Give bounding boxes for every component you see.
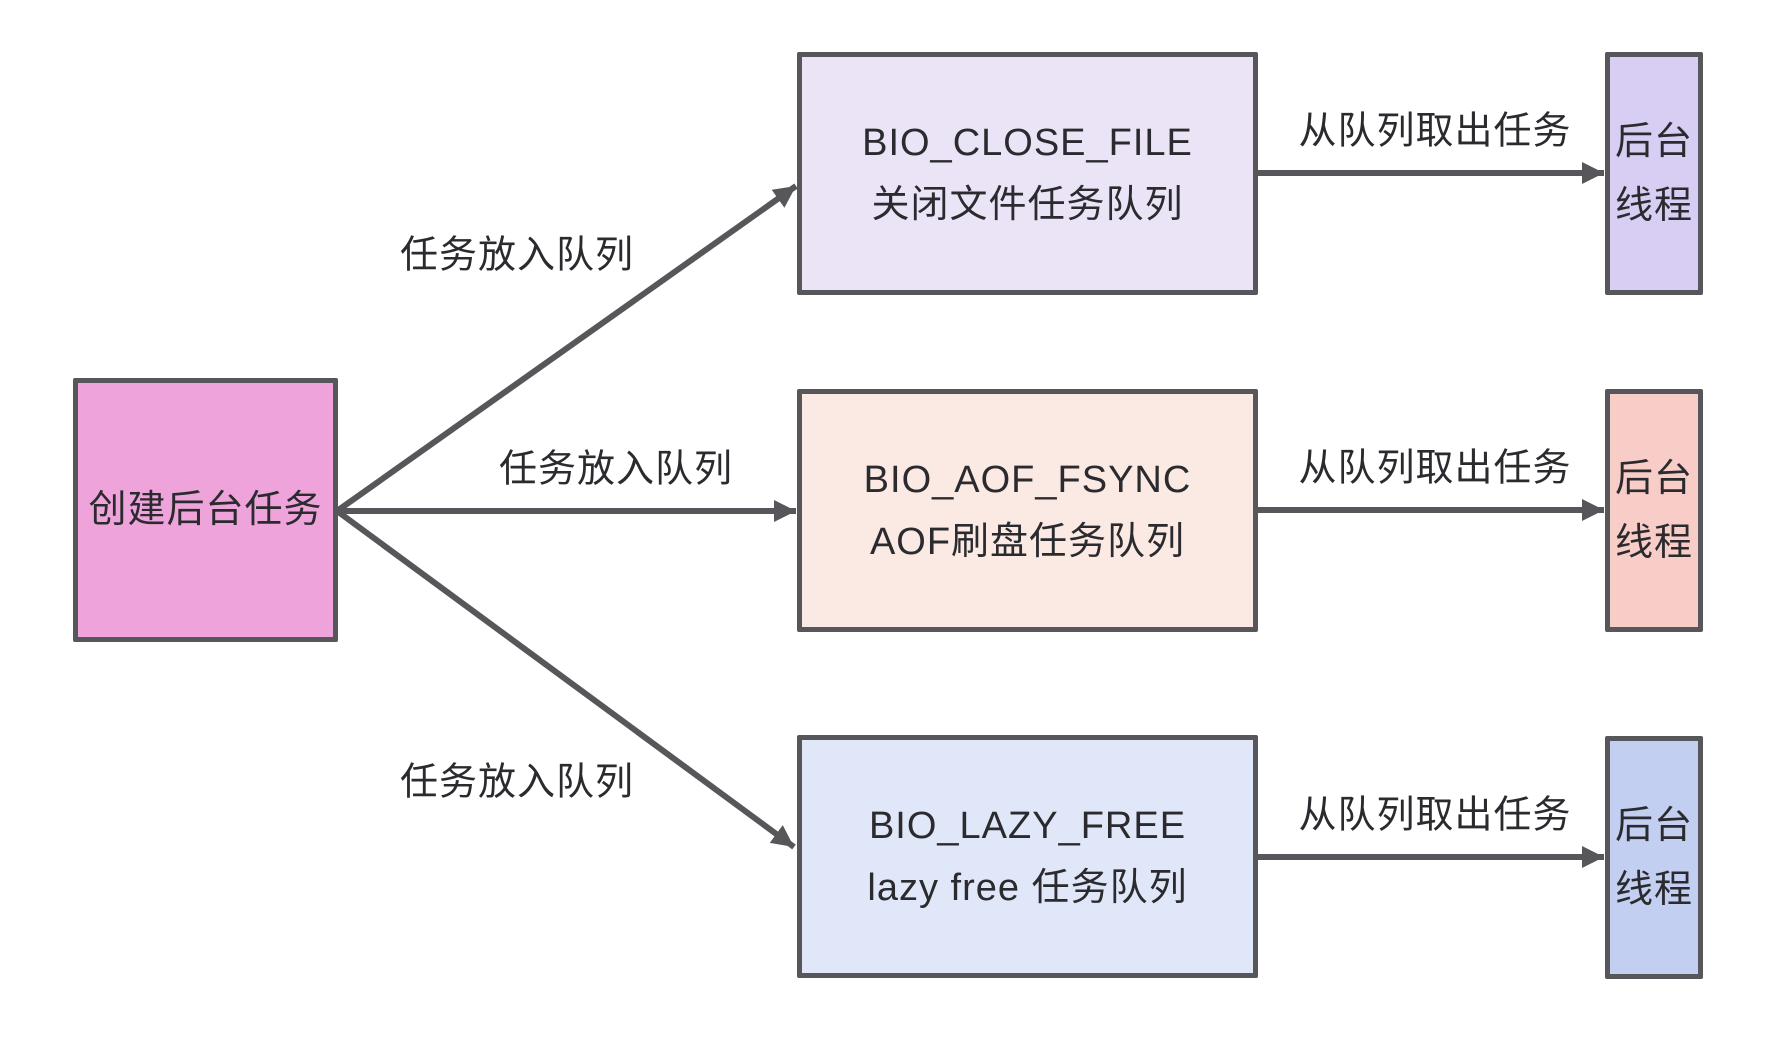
queue-title: BIO_AOF_FSYNC: [863, 458, 1192, 501]
dequeue-arrow-label: 从队列取出任务: [1298, 794, 1572, 837]
thread-label-line2: 线程: [1614, 184, 1693, 227]
enqueue-arrow-label: 任务放入队列: [399, 761, 635, 804]
thread-node-lazy-free: 后台 线程: [1605, 736, 1703, 979]
queue-subtitle: AOF刷盘任务队列: [869, 520, 1186, 563]
thread-node-close-file: 后台 线程: [1605, 52, 1703, 295]
enqueue-arrow-close-file: [335, 183, 798, 514]
queue-node-aof-fsync: BIO_AOF_FSYNC AOF刷盘任务队列: [797, 389, 1258, 632]
queue-title: BIO_LAZY_FREE: [868, 804, 1187, 847]
enqueue-arrow-label: 任务放入队列: [399, 234, 635, 277]
thread-label-line1: 后台: [1614, 457, 1693, 500]
queue-title: BIO_CLOSE_FILE: [862, 121, 1193, 164]
dequeue-arrow-label: 从队列取出任务: [1298, 110, 1572, 153]
thread-label-line1: 后台: [1614, 804, 1693, 847]
queue-node-lazy-free: BIO_LAZY_FREE lazy free 任务队列: [797, 735, 1258, 978]
enqueue-arrow-lazy-free: [335, 508, 796, 850]
create-background-task-label: 创建后台任务: [88, 489, 323, 531]
thread-label-line2: 线程: [1614, 868, 1693, 911]
queue-node-close-file: BIO_CLOSE_FILE 关闭文件任务队列: [797, 52, 1258, 295]
enqueue-arrow-label: 任务放入队列: [498, 448, 734, 491]
thread-label-line1: 后台: [1614, 120, 1693, 163]
thread-node-aof-fsync: 后台 线程: [1605, 389, 1703, 632]
thread-label-line2: 线程: [1614, 521, 1693, 564]
dequeue-arrow-label: 从队列取出任务: [1298, 447, 1572, 490]
create-background-task-node: 创建后台任务: [73, 378, 338, 642]
queue-subtitle: 关闭文件任务队列: [871, 183, 1184, 226]
queue-subtitle: lazy free 任务队列: [867, 866, 1188, 909]
